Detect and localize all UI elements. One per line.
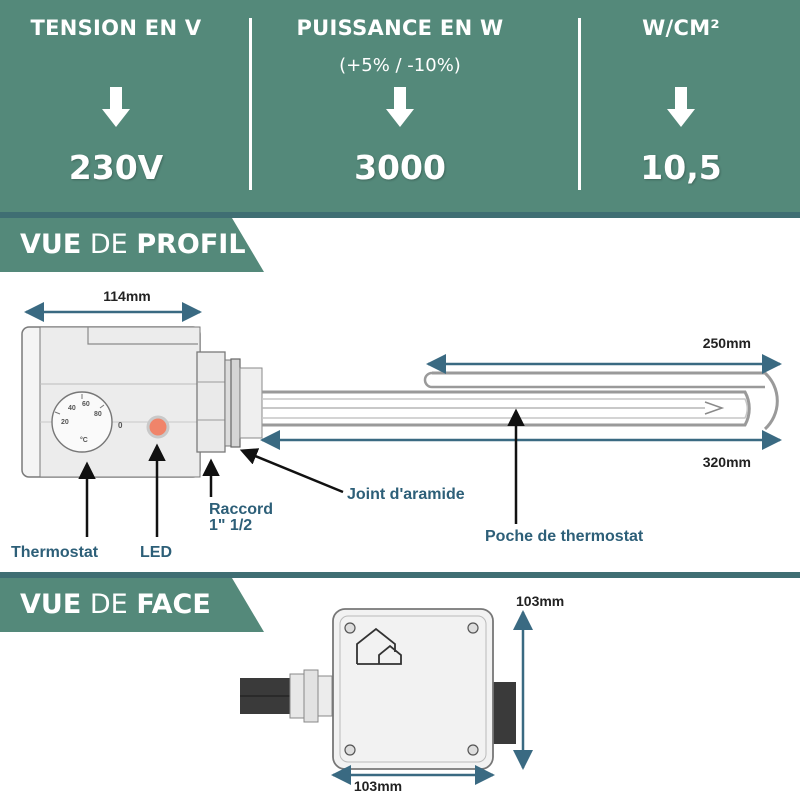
height-dimension-label: 103mm	[516, 593, 564, 609]
heading-word: VUE	[20, 229, 82, 260]
gasket-pointer	[239, 448, 344, 494]
down-arrow-icon	[386, 87, 414, 127]
box-width-label: 103mm	[354, 778, 402, 794]
spec-divider	[249, 18, 252, 190]
gasket-label: Joint d'aramide	[347, 486, 465, 503]
spec-voltage-heading: TENSION EN V	[30, 16, 202, 40]
specs-banner: TENSION EN V 230V PUISSANCE EN W (+5% / …	[0, 0, 800, 212]
dial-mark: 20	[61, 419, 69, 426]
pocket-label: Poche de thermostat	[485, 528, 644, 545]
total-length-label: 320mm	[703, 454, 751, 470]
dial-zero: 0	[118, 421, 123, 430]
tag-shape	[0, 218, 264, 272]
fitting-label-line2: 1" 1/2	[209, 517, 252, 534]
heading-word: PROFIL	[136, 229, 246, 260]
screw-icon	[344, 622, 356, 634]
spec-density: W/CM² 10,5	[581, 0, 781, 212]
section-band	[0, 212, 800, 218]
cable-gland	[289, 669, 333, 723]
screw-icon	[467, 622, 479, 634]
down-arrow-icon	[667, 87, 695, 127]
spec-density-heading: W/CM²	[642, 16, 720, 40]
junction-box	[332, 608, 494, 770]
thermostat-label: Thermostat	[11, 544, 99, 561]
dial-mark: 40	[68, 405, 76, 412]
spec-divider	[578, 18, 581, 190]
spec-voltage: TENSION EN V 230V	[0, 0, 232, 212]
dial-mark: 80	[94, 411, 102, 418]
spec-density-value: 10,5	[640, 148, 722, 187]
thermostat-housing	[21, 326, 201, 478]
heading-word: FACE	[136, 589, 211, 620]
spec-power-tolerance: (+5% / -10%)	[339, 55, 461, 76]
spec-power: PUISSANCE EN W (+5% / -10%) 3000	[252, 0, 548, 212]
element-length-label: 250mm	[703, 335, 751, 351]
house-logo-icon	[356, 627, 402, 665]
spec-power-value: 3000	[354, 148, 446, 187]
thermostat-dial: 20 40 60 80 °C 0	[51, 391, 123, 453]
threaded-neck	[239, 367, 263, 439]
dial-unit: °C	[80, 436, 88, 444]
width-dimension-label: 114mm	[103, 288, 150, 304]
heating-element	[262, 371, 779, 431]
spec-power-heading: PUISSANCE EN W	[296, 16, 504, 40]
front-view-heading: VUE DE FACE	[0, 578, 265, 632]
heading-word: DE	[89, 589, 128, 620]
spec-voltage-value: 230V	[68, 148, 164, 187]
screw-icon	[344, 744, 356, 756]
led-indicator	[146, 415, 170, 439]
section-band	[0, 572, 800, 578]
front-diagram: 103mm 103mm	[240, 593, 564, 794]
aramid-gasket	[230, 358, 241, 448]
fitting-label-line1: Raccord	[209, 501, 273, 518]
dial-mark: 60	[82, 401, 90, 408]
screw-icon	[467, 744, 479, 756]
down-arrow-icon	[102, 87, 130, 127]
tag-shape	[0, 578, 264, 632]
profile-view-heading: VUE DE PROFIL	[0, 218, 265, 272]
led-label: LED	[140, 544, 172, 561]
thermostat-knob	[490, 682, 516, 744]
heading-word: VUE	[20, 589, 82, 620]
profile-diagram: 114mm 20 40 60 80 °C 0	[11, 288, 782, 561]
fitting-nut	[196, 351, 232, 453]
heading-word: DE	[89, 229, 128, 260]
